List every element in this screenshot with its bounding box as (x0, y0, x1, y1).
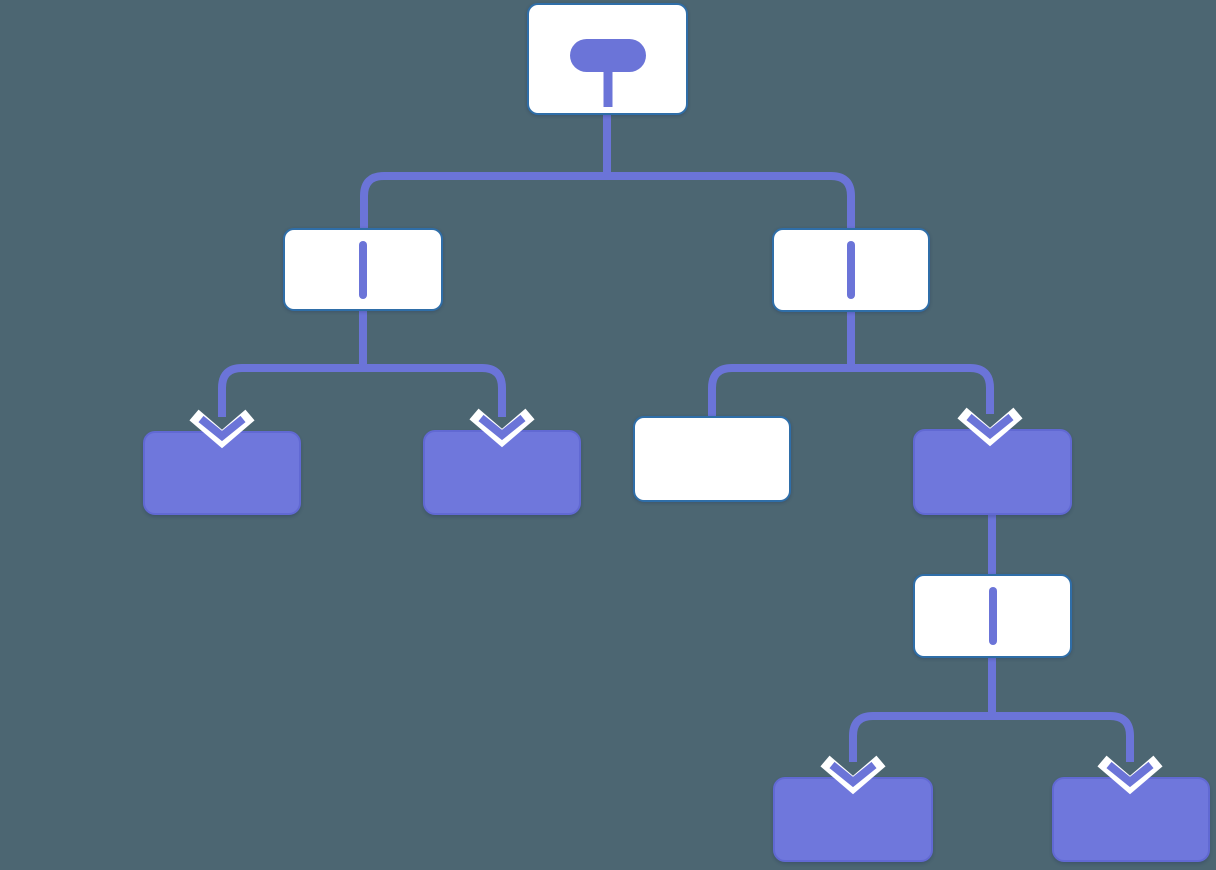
node-leaf-4[interactable] (773, 777, 933, 862)
node-split-bottom[interactable] (913, 574, 1072, 658)
node-placeholder[interactable] (633, 416, 791, 502)
node-split-left[interactable] (283, 228, 443, 311)
node-leaf-2[interactable] (423, 430, 581, 515)
divider-bar-icon (847, 241, 855, 299)
divider-bar-icon (988, 587, 997, 645)
node-leaf-1[interactable] (143, 431, 301, 515)
node-root[interactable] (527, 3, 688, 115)
node-split-right[interactable] (772, 228, 930, 312)
divider-bar-icon (359, 240, 367, 299)
node-leaf-3[interactable] (913, 429, 1072, 515)
root-pill-icon (569, 39, 646, 72)
node-leaf-5[interactable] (1052, 777, 1210, 862)
root-pill-stem (603, 69, 612, 107)
